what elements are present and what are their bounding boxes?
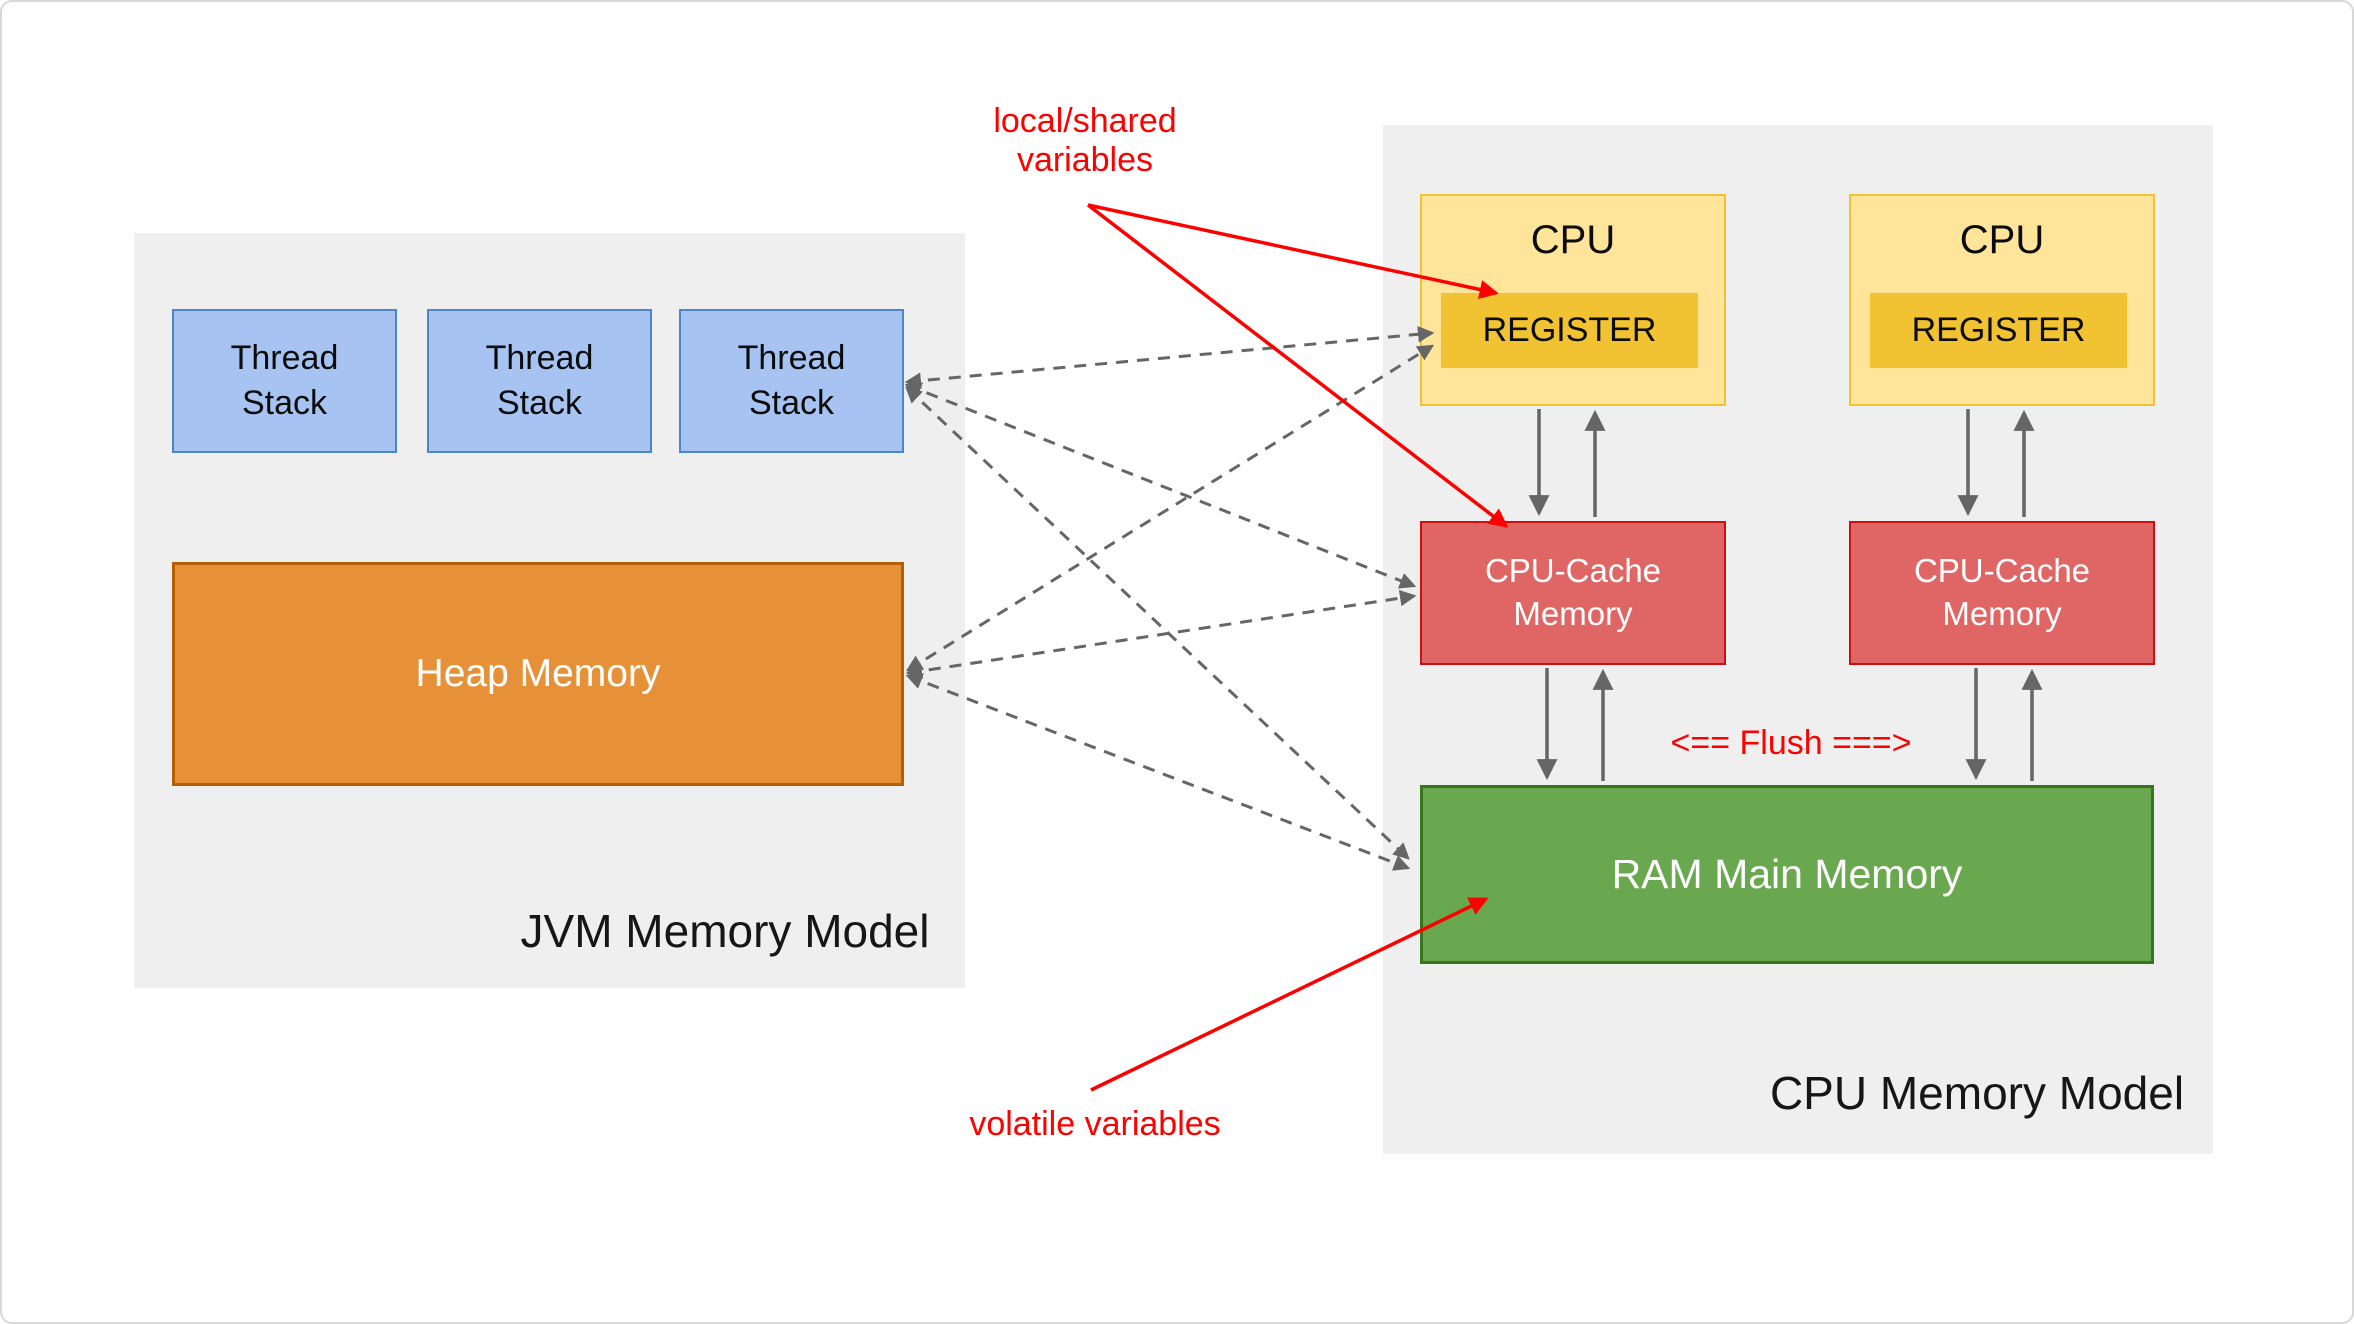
- cpu-cache-box-2: CPU-Cache Memory: [1849, 521, 2155, 665]
- register-box-2: REGISTER: [1870, 293, 2127, 368]
- jvm-panel-title: JVM Memory Model: [520, 905, 930, 957]
- dashed-arrow-threadstack-ram: [905, 386, 1410, 860]
- thread-stack-box-1: Thread Stack: [172, 309, 397, 453]
- flush-label: <== Flush ===>: [1670, 724, 1912, 762]
- dashed-arrow-heap-ram: [905, 673, 1411, 871]
- thread-stack-box-2: Thread Stack: [427, 309, 652, 453]
- register-box-1: REGISTER: [1441, 293, 1698, 368]
- thread-stack-box-3: Thread Stack: [679, 309, 904, 453]
- cpu-label-1: CPU: [1530, 218, 1616, 262]
- local-shared-variables-annotation: local/shared variables: [993, 102, 1177, 180]
- cpu-label-2: CPU: [1959, 218, 2045, 262]
- cpu-cache-box-1: CPU-Cache Memory: [1420, 521, 1726, 665]
- dashed-arrow-heap-cache: [905, 589, 1417, 680]
- dashed-arrow-heap-register: [905, 344, 1435, 672]
- dashed-arrow-threadstack-cache: [904, 382, 1417, 589]
- ram-main-memory-box: RAM Main Memory: [1420, 785, 2154, 964]
- dashed-arrow-threadstack-register: [904, 326, 1435, 389]
- volatile-variables-annotation: volatile variables: [969, 1105, 1221, 1143]
- cpu-panel-title: CPU Memory Model: [1769, 1067, 2185, 1119]
- heap-memory-box: Heap Memory: [172, 562, 904, 786]
